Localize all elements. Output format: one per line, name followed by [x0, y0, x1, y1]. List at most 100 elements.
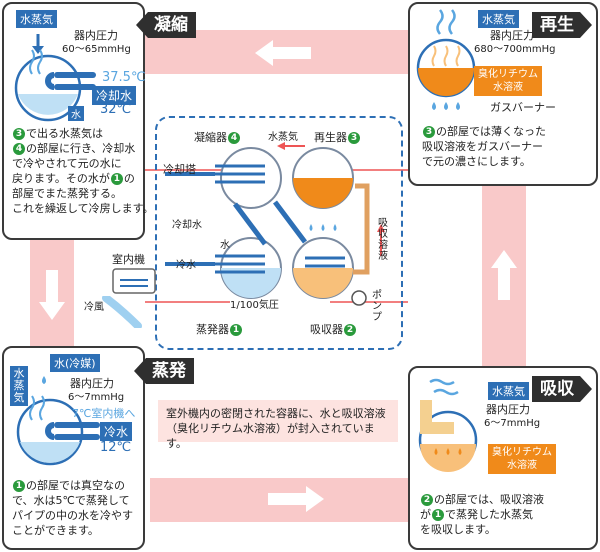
- pressure-value: 680～700mmHg: [474, 44, 556, 55]
- desc-line: これを繰返して冷房します。: [12, 202, 154, 215]
- vapor-tag: 水蒸気: [488, 382, 529, 400]
- ref-num: 4: [228, 132, 240, 144]
- absorb-solution-label: 吸収溶液: [378, 218, 388, 262]
- coldwater-tag: 冷水: [100, 422, 133, 441]
- pressure-value: 6～7mmHg: [68, 392, 125, 403]
- absorber-vessel-illustration: [418, 378, 478, 472]
- condenser-vessel-illustration: [14, 34, 96, 122]
- stage-label-evap: 蒸発: [134, 358, 194, 384]
- water-tag: 水: [68, 106, 84, 121]
- ref-num: 4: [13, 143, 25, 155]
- desc-line: が: [420, 508, 431, 521]
- ref-num: 1: [432, 509, 444, 521]
- indoor-unit-icon: [112, 268, 156, 294]
- solution-tag-line: 臭化リチウム: [492, 447, 552, 458]
- cool-air-icon: [102, 296, 142, 328]
- flow-arrow-down: [39, 270, 65, 320]
- absorber-text: 吸収器: [310, 323, 343, 336]
- cooling-tower-label: 冷却塔: [163, 163, 196, 176]
- ref-num: 1: [230, 324, 242, 336]
- desc-line: で出る水蒸気は: [26, 127, 103, 140]
- flow-arrow-left: [255, 40, 311, 66]
- pressure-label: 器内圧力: [486, 403, 530, 416]
- desc-line: の部屋では、吸収溶液: [434, 493, 544, 506]
- pressure-label-center: 1/100気圧: [230, 300, 279, 311]
- cooling-water-label: 冷却水: [172, 220, 202, 231]
- desc-line: 吸収溶液をガスバーナー: [422, 140, 543, 153]
- cold-water-label: 冷水: [176, 260, 196, 271]
- pressure-label: 器内圧力: [490, 29, 534, 42]
- desc-line: で冷やされて元の水に: [12, 157, 122, 170]
- desc-line: 戻ります。その水が: [12, 172, 110, 185]
- vapor-label: 水蒸気: [268, 132, 298, 143]
- regenerator-text: 再生器: [314, 131, 347, 144]
- ref-num: 2: [344, 324, 356, 336]
- ref-num: 2: [421, 494, 433, 506]
- ref-num: 1: [110, 173, 123, 185]
- water-label: 水: [220, 240, 230, 251]
- desc-line: ことができます。: [12, 524, 99, 537]
- pressure-label: 器内圧力: [70, 377, 114, 390]
- condense-temp-high: 37.5℃: [102, 70, 146, 85]
- pressure-label: 器内圧力: [74, 29, 118, 42]
- desc-line: の部屋では薄くなった: [436, 125, 546, 138]
- pressure-value: 60～65mmHg: [62, 44, 131, 55]
- solution-tag: 臭化リチウム水溶液: [474, 66, 542, 96]
- note-line-1: 室外機内の密閉された容器に、水と吸収溶液: [166, 407, 386, 420]
- desc-line: の部屋に行き、冷却水: [26, 142, 136, 155]
- water-tag: 水(冷媒): [50, 354, 100, 372]
- desc-line: を吸収します。: [420, 523, 496, 536]
- solution-tag-line: 水溶液: [493, 82, 523, 93]
- absorption-machine-diagram: [165, 142, 385, 306]
- desc-line: パイプの中の水を冷やす: [12, 509, 133, 522]
- pump-text: ポンプ: [372, 290, 382, 323]
- evap-temp-low: 12℃: [100, 440, 132, 455]
- vapor-tag: 水蒸気: [478, 10, 519, 28]
- solution-tag: 臭化リチウム水溶液: [488, 444, 556, 474]
- vapor-tag-vertical: 水蒸気: [10, 366, 28, 406]
- note-line-2: （臭化リチウム水溶液）が封入されています。: [166, 422, 375, 450]
- stage-label-condense: 凝縮: [136, 12, 196, 38]
- evaporator-text: 蒸発器: [196, 323, 229, 336]
- ref-num: 3: [13, 128, 25, 140]
- desc-line: 部屋でまた蒸発する。: [12, 187, 122, 200]
- info-note: 室外機内の密閉された容器に、水と吸収溶液 （臭化リチウム水溶液）が封入されていま…: [158, 400, 398, 450]
- vapor-tag-text: 水蒸気: [13, 367, 25, 404]
- desc-line: で元の濃さにします。: [422, 155, 531, 168]
- stage-label-absorb: 吸収: [532, 376, 592, 402]
- desc-line: で、水は5℃で蒸発して: [12, 494, 130, 507]
- evaporator-vessel-illustration: [16, 376, 100, 466]
- ref-num: 3: [423, 126, 435, 138]
- ref-num: 1: [13, 480, 25, 492]
- solution-tag-line: 水溶液: [507, 460, 537, 471]
- flow-arrow-right: [268, 486, 324, 512]
- solution-tag-line: 臭化リチウム: [478, 69, 538, 80]
- condenser-text: 凝縮器: [194, 131, 227, 144]
- ref-num: 3: [348, 132, 360, 144]
- desc-line: で蒸発した水蒸気: [445, 508, 533, 521]
- coolant-tag: 冷却水: [92, 86, 137, 105]
- condense-temp-low: 32℃: [100, 102, 132, 117]
- flow-arrow-up: [491, 250, 517, 300]
- stage-label-regen: 再生: [532, 12, 592, 38]
- burner-label: ガスバーナー: [490, 101, 556, 114]
- regenerator-vessel-illustration: [416, 9, 476, 110]
- pressure-value: 6～7mmHg: [484, 418, 541, 429]
- vapor-tag: 水蒸気: [16, 10, 57, 28]
- cool-air-label: 冷風: [84, 302, 104, 313]
- desc-line: の部屋では真空なの: [26, 479, 125, 492]
- indoor-unit-label: 室内機: [112, 253, 145, 266]
- absorb-solution-text: 吸収溶液: [378, 218, 388, 262]
- evap-temp-high: 7℃室内機へ: [72, 407, 136, 420]
